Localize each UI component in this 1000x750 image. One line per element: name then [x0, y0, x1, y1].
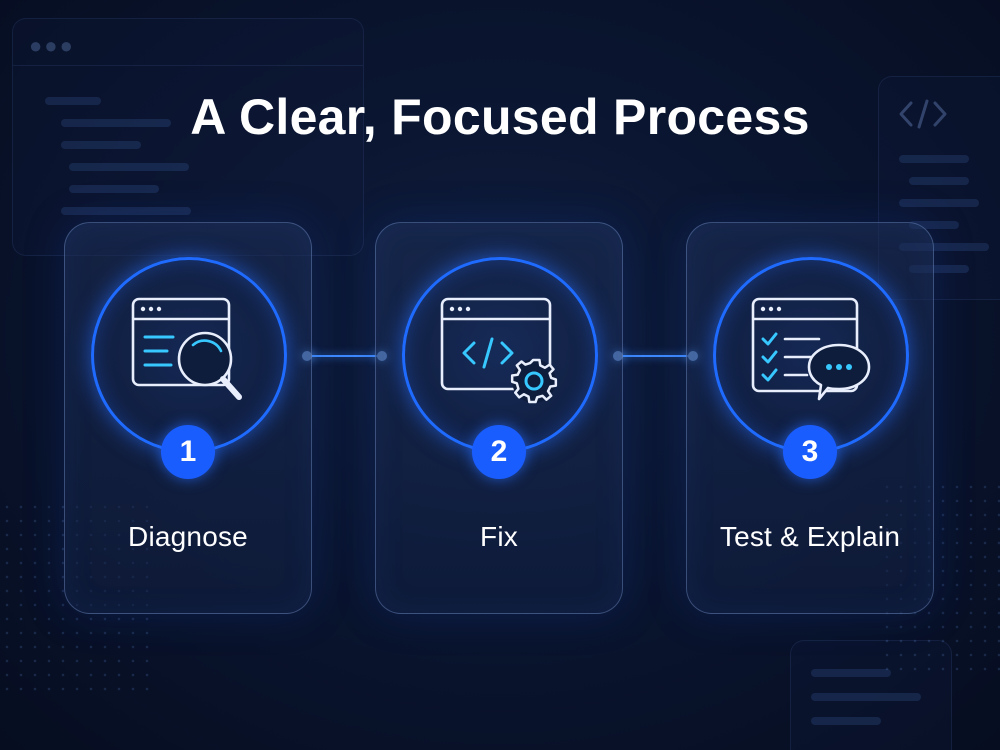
step-number-badge: 1	[161, 425, 215, 479]
step-card-test-explain: 3 Test & Explain	[686, 222, 934, 614]
connector-2-3	[617, 355, 693, 357]
step-label: Test & Explain	[719, 521, 901, 552]
step-card-diagnose: 1 Diagnose	[64, 222, 312, 614]
background-window-right	[878, 76, 1000, 300]
step-ring	[713, 257, 909, 453]
step-label: Diagnose	[128, 521, 248, 552]
step-number-badge: 3	[783, 425, 837, 479]
connector-1-2	[306, 355, 382, 357]
code-brackets-icon	[899, 99, 947, 129]
background-window-left: ●●●	[12, 18, 364, 256]
step-ring	[402, 257, 598, 453]
step-card-fix: 2 Fix	[375, 222, 623, 614]
background-window-bottom-right	[790, 640, 952, 750]
window-code-gear-icon	[440, 297, 558, 404]
window-checklist-chat-icon	[751, 297, 871, 401]
step-label: Fix	[480, 521, 518, 552]
window-magnifier-icon	[131, 297, 242, 400]
window-dots-icon: ●●●	[29, 33, 75, 58]
page-title: A Clear, Focused Process	[190, 89, 810, 145]
step-number-badge: 2	[472, 425, 526, 479]
